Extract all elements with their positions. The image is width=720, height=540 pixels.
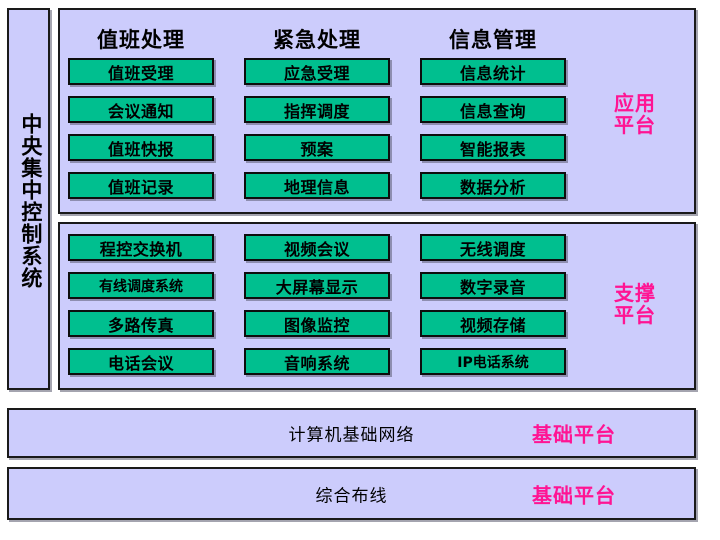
- module-chip[interactable]: 数据分析: [420, 172, 566, 199]
- module-chip[interactable]: 预案: [244, 134, 390, 161]
- module-chip[interactable]: 程控交换机: [68, 234, 214, 261]
- module-chip[interactable]: IP电话系统: [420, 348, 566, 375]
- support-platform-tag-line1: 支撑: [614, 281, 656, 305]
- module-chip[interactable]: 数字录音: [420, 272, 566, 299]
- structured-cabling-bar: 综合布线 基础平台: [7, 467, 696, 520]
- module-chip[interactable]: 音响系统: [244, 348, 390, 375]
- module-chip[interactable]: 信息统计: [420, 58, 566, 85]
- support-platform-tag: 支撑 平台: [580, 282, 690, 326]
- module-chip[interactable]: 指挥调度: [244, 96, 390, 123]
- module-chip[interactable]: 图像监控: [244, 310, 390, 337]
- module-chip[interactable]: 值班受理: [68, 58, 214, 85]
- module-chip[interactable]: 无线调度: [420, 234, 566, 261]
- module-chip[interactable]: 有线调度系统: [68, 272, 214, 299]
- spine-label: 中央集中控制系统: [18, 113, 43, 289]
- module-chip[interactable]: 会议通知: [68, 96, 214, 123]
- module-chip[interactable]: 地理信息: [244, 172, 390, 199]
- app-column-emergency-processing: 应急受理 指挥调度 预案 地理信息: [244, 58, 390, 210]
- module-chip[interactable]: 智能报表: [420, 134, 566, 161]
- structured-cabling-tag: 基础平台: [532, 483, 616, 507]
- module-chip[interactable]: 视频会议: [244, 234, 390, 261]
- module-chip[interactable]: 大屏幕显示: [244, 272, 390, 299]
- support-platform-panel: 程控交换机 有线调度系统 多路传真 电话会议 视频会议 大屏幕显示 图像监控 音…: [58, 222, 696, 390]
- structured-cabling-title: 综合布线: [315, 486, 388, 506]
- support-column-dispatch: 无线调度 数字录音 视频存储 IP电话系统: [420, 234, 566, 386]
- module-chip[interactable]: 多路传真: [68, 310, 214, 337]
- central-control-system-spine: 中央集中控制系统: [7, 8, 50, 390]
- application-platform-tag: 应用 平台: [580, 92, 690, 136]
- support-column-media: 视频会议 大屏幕显示 图像监控 音响系统: [244, 234, 390, 386]
- module-chip[interactable]: 信息查询: [420, 96, 566, 123]
- network-infrastructure-bar: 计算机基础网络 基础平台: [7, 408, 696, 458]
- module-chip[interactable]: 电话会议: [68, 348, 214, 375]
- column-header-emergency-processing: 紧急处理: [273, 28, 361, 52]
- module-chip[interactable]: 应急受理: [244, 58, 390, 85]
- column-header-duty-processing: 值班处理: [97, 28, 185, 52]
- column-header-information-management: 信息管理: [449, 28, 537, 52]
- support-column-communication: 程控交换机 有线调度系统 多路传真 电话会议: [68, 234, 214, 386]
- app-column-duty-processing: 值班受理 会议通知 值班快报 值班记录: [68, 58, 214, 210]
- application-platform-tag-line2: 平台: [614, 113, 656, 137]
- application-platform-panel: 值班处理 紧急处理 信息管理 值班受理 会议通知 值班快报 值班记录 应急受理 …: [58, 8, 696, 214]
- app-column-information-management: 信息统计 信息查询 智能报表 数据分析: [420, 58, 566, 210]
- support-platform-tag-line2: 平台: [614, 303, 656, 327]
- module-chip[interactable]: 值班记录: [68, 172, 214, 199]
- network-infrastructure-title: 计算机基础网络: [288, 425, 415, 446]
- module-chip[interactable]: 视频存储: [420, 310, 566, 337]
- application-platform-tag-line1: 应用: [614, 91, 656, 115]
- network-infrastructure-tag: 基础平台: [532, 422, 616, 447]
- module-chip[interactable]: 值班快报: [68, 134, 214, 161]
